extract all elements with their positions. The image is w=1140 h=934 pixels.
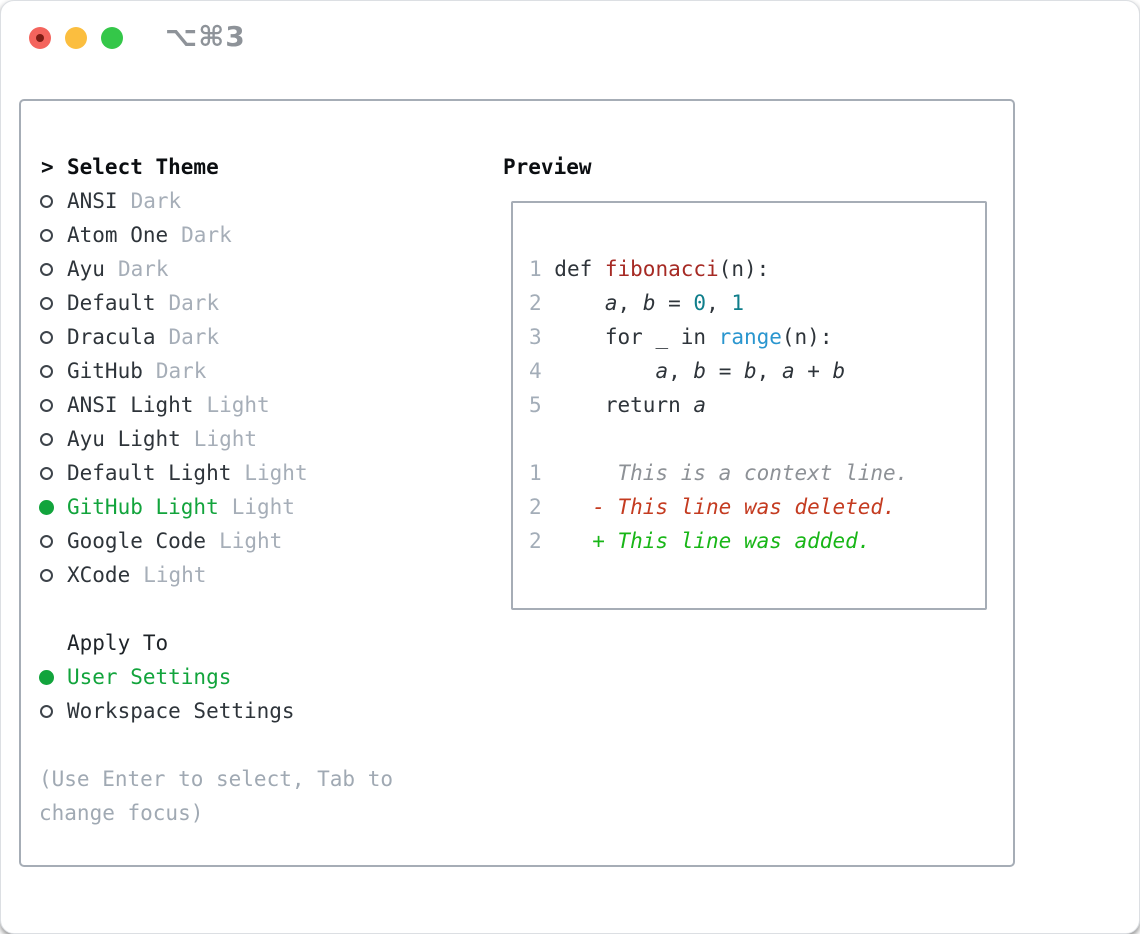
line-number: 2 xyxy=(529,291,555,315)
theme-name: Default Light xyxy=(67,461,232,485)
theme-variant-tag: Light xyxy=(143,563,207,587)
code-line: 2 - This line was deleted. xyxy=(529,495,896,519)
theme-variant-tag: Dark xyxy=(117,257,169,281)
theme-name: XCode xyxy=(67,563,131,587)
theme-option-default[interactable]: Default Dark xyxy=(39,286,483,320)
theme-variant-tag: Dark xyxy=(168,291,220,315)
minimize-button[interactable] xyxy=(65,27,87,49)
radio-icon xyxy=(39,432,67,446)
radio-icon xyxy=(39,228,67,242)
theme-variant-tag: Dark xyxy=(181,223,232,247)
theme-variant-tag: Dark xyxy=(130,189,182,213)
apply-option-workspace-settings[interactable]: Workspace Settings xyxy=(39,694,483,728)
unsaved-dot-icon xyxy=(36,34,44,42)
theme-name: Ayu xyxy=(67,257,105,281)
titlebar: ⌥⌘3 xyxy=(1,1,1139,73)
line-number: 1 xyxy=(529,257,555,281)
theme-option-ansi[interactable]: ANSI Dark xyxy=(39,184,483,218)
select-theme-header: Select Theme xyxy=(67,155,219,179)
radio-icon xyxy=(39,466,67,480)
theme-variant-tag: Dark xyxy=(155,359,207,383)
traffic-lights xyxy=(29,27,123,49)
code-line: 5 return a xyxy=(529,393,707,417)
select-theme-header-row: > Select Theme xyxy=(39,150,483,184)
apply-to-header: Apply To xyxy=(67,631,169,655)
code-line: 3 for _ in range(n): xyxy=(529,325,833,349)
code-line: 1 def fibonacci(n): xyxy=(529,257,770,281)
theme-name: GitHub xyxy=(67,359,143,383)
theme-option-ayu-light[interactable]: Ayu Light Light xyxy=(39,422,483,456)
hint-text: (Use Enter to select, Tab to change focu… xyxy=(39,767,394,825)
spacer xyxy=(39,728,483,762)
theme-variant-tag: Light xyxy=(231,495,295,519)
line-number: 3 xyxy=(529,325,555,349)
spacer xyxy=(39,592,483,626)
cursor-icon: > xyxy=(41,155,54,179)
radio-icon xyxy=(39,534,67,548)
theme-option-ayu[interactable]: Ayu Dark xyxy=(39,252,483,286)
radio-icon xyxy=(39,194,67,208)
radio-icon xyxy=(39,398,67,412)
preview-code: 1 def fibonacci(n): 2 a, b = 0, 1 3 for _ … xyxy=(529,252,985,558)
theme-option-github-light[interactable]: GitHub Light Light xyxy=(39,490,483,524)
theme-option-google-code[interactable]: Google Code Light xyxy=(39,524,483,558)
keyboard-shortcut-label: ⌥⌘3 xyxy=(165,20,246,53)
theme-variant-tag: Light xyxy=(219,529,283,553)
code-line: 2 a, b = 0, 1 xyxy=(529,291,745,315)
line-number: 2 xyxy=(529,495,555,519)
code-line: 2 + This line was added. xyxy=(529,529,871,553)
apply-to-header-row: Apply To xyxy=(39,626,483,660)
theme-option-xcode[interactable]: XCode Light xyxy=(39,558,483,592)
line-number: 1 xyxy=(529,461,555,485)
radio-icon xyxy=(39,364,67,378)
theme-name: ANSI Light xyxy=(67,393,194,417)
radio-icon xyxy=(39,296,67,310)
preview-title: Preview xyxy=(503,155,592,179)
line-number: 2 xyxy=(529,529,555,553)
radio-icon xyxy=(39,704,67,718)
theme-variant-tag: Light xyxy=(244,461,308,485)
theme-name: Dracula xyxy=(67,325,156,349)
radio-icon xyxy=(39,568,67,582)
theme-name: Google Code xyxy=(67,529,207,553)
code-line: 1 This is a context line. xyxy=(529,461,909,485)
theme-option-default-light[interactable]: Default Light Light xyxy=(39,456,483,490)
theme-variant-tag: Dark xyxy=(168,325,220,349)
radio-icon xyxy=(39,262,67,276)
close-button[interactable] xyxy=(29,27,51,49)
zoom-button[interactable] xyxy=(101,27,123,49)
radio-icon xyxy=(39,330,67,344)
theme-option-ansi-light[interactable]: ANSI Light Light xyxy=(39,388,483,422)
radio-selected-icon xyxy=(39,669,67,685)
theme-option-github[interactable]: GitHub Dark xyxy=(39,354,483,388)
theme-option-atom-one[interactable]: Atom One Dark xyxy=(39,218,483,252)
line-number: 5 xyxy=(529,393,555,417)
theme-variant-tag: Light xyxy=(206,393,270,417)
theme-variant-tag: Light xyxy=(193,427,258,451)
theme-name: Ayu Light xyxy=(67,427,181,451)
theme-name: Default xyxy=(67,291,156,315)
apply-option-user-settings[interactable]: User Settings xyxy=(39,660,483,694)
theme-name: Atom One xyxy=(67,223,169,247)
radio-selected-icon xyxy=(39,499,67,515)
preview-box: 1 def fibonacci(n): 2 a, b = 0, 1 3 for _ … xyxy=(511,201,987,610)
code-line: 4 a, b = b, a + b xyxy=(529,359,846,383)
theme-name: ANSI xyxy=(67,189,118,213)
theme-name: GitHub Light xyxy=(67,495,219,519)
apply-option-label: User Settings xyxy=(67,665,232,689)
line-number xyxy=(529,427,554,451)
theme-option-dracula[interactable]: Dracula Dark xyxy=(39,320,483,354)
line-number: 4 xyxy=(529,359,555,383)
apply-option-label: Workspace Settings xyxy=(67,699,295,723)
code-line xyxy=(529,422,985,456)
